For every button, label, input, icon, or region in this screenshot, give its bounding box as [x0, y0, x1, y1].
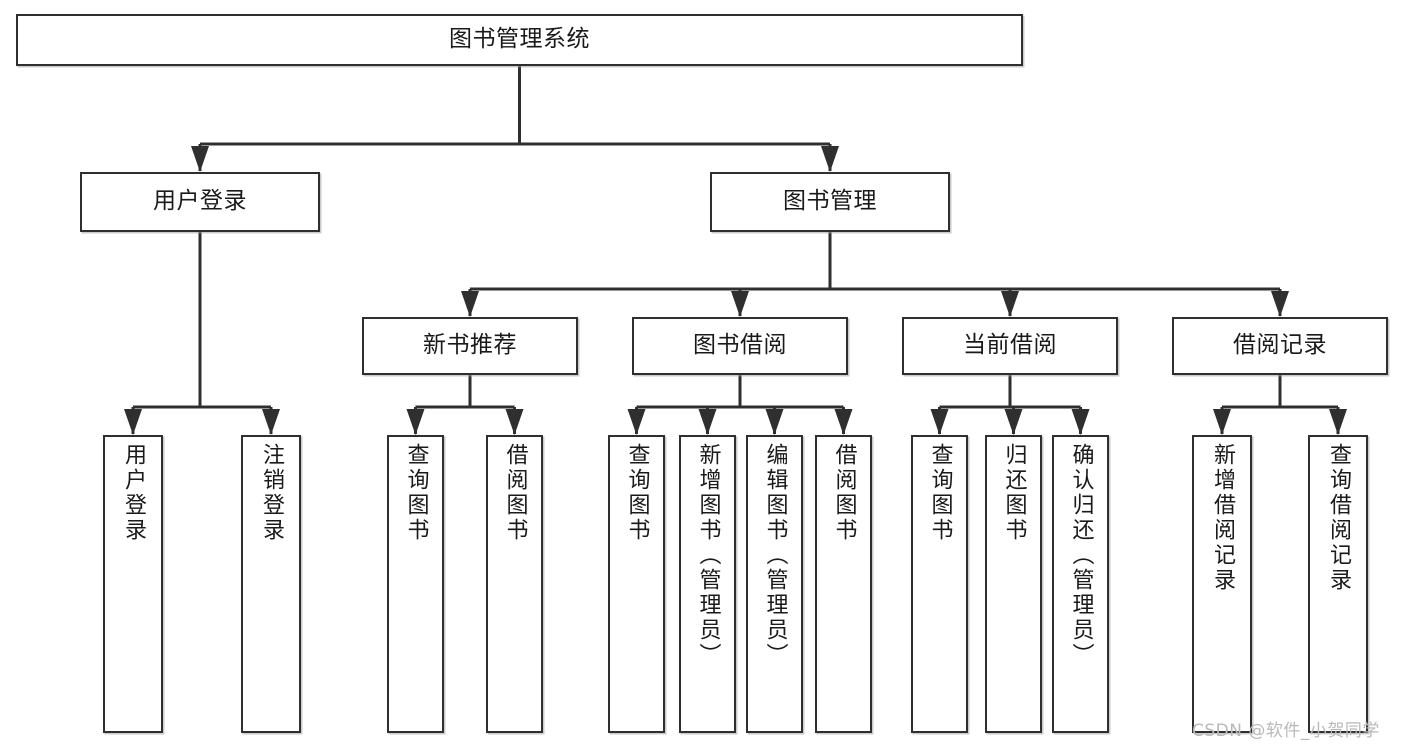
- node-user-login[interactable]: 用户登录: [80, 172, 320, 232]
- node-label: 图书借阅: [693, 332, 787, 359]
- node-label: 查询图书: [624, 443, 650, 543]
- node-leaf-query-book-2[interactable]: 查询图书: [608, 435, 665, 733]
- node-leaf-user-login[interactable]: 用户登录: [103, 435, 163, 733]
- node-leaf-confirm-return[interactable]: 确认归还（管理员）: [1052, 435, 1109, 733]
- node-leaf-borrow-book-2[interactable]: 借阅图书: [815, 435, 872, 733]
- node-new-book-rec[interactable]: 新书推荐: [362, 317, 578, 375]
- node-label: 新增借阅记录: [1210, 443, 1235, 593]
- node-leaf-query-book-1[interactable]: 查询图书: [387, 435, 444, 733]
- node-label: 编辑图书（管理员）: [762, 443, 788, 668]
- node-label: 当前借阅: [963, 332, 1057, 359]
- node-label: 新书推荐: [423, 332, 517, 359]
- node-current-borrow[interactable]: 当前借阅: [902, 317, 1118, 375]
- node-book-borrow[interactable]: 图书借阅: [632, 317, 848, 375]
- node-leaf-return-book[interactable]: 归还图书: [985, 435, 1042, 733]
- node-label: 确认归还（管理员）: [1068, 443, 1094, 668]
- node-label: 图书管理系统: [449, 26, 590, 53]
- node-label: 归还图书: [1001, 443, 1027, 543]
- node-leaf-edit-book[interactable]: 编辑图书（管理员）: [746, 435, 803, 733]
- node-book-manage[interactable]: 图书管理: [710, 172, 950, 232]
- node-leaf-add-book[interactable]: 新增图书（管理员）: [679, 435, 736, 733]
- node-root[interactable]: 图书管理系统: [16, 14, 1023, 66]
- node-label: 注销登录: [259, 443, 284, 543]
- node-label: 用户登录: [121, 443, 146, 543]
- node-leaf-query-record[interactable]: 查询借阅记录: [1308, 435, 1368, 733]
- node-borrow-record[interactable]: 借阅记录: [1172, 317, 1388, 375]
- node-label: 查询借阅记录: [1326, 443, 1351, 593]
- node-leaf-logout[interactable]: 注销登录: [241, 435, 301, 733]
- node-label: 借阅记录: [1233, 332, 1327, 359]
- node-label: 查询图书: [403, 443, 429, 543]
- node-leaf-query-book-3[interactable]: 查询图书: [911, 435, 968, 733]
- node-leaf-add-record[interactable]: 新增借阅记录: [1192, 435, 1252, 733]
- node-label: 用户登录: [153, 188, 247, 215]
- csdn-watermark: CSDN @软件_小贺同学: [1192, 721, 1380, 741]
- node-label: 借阅图书: [831, 443, 857, 543]
- node-label: 借阅图书: [502, 443, 528, 543]
- node-leaf-borrow-book-1[interactable]: 借阅图书: [486, 435, 543, 733]
- node-label: 查询图书: [927, 443, 953, 543]
- node-label: 图书管理: [783, 188, 877, 215]
- node-label: 新增图书（管理员）: [695, 443, 721, 668]
